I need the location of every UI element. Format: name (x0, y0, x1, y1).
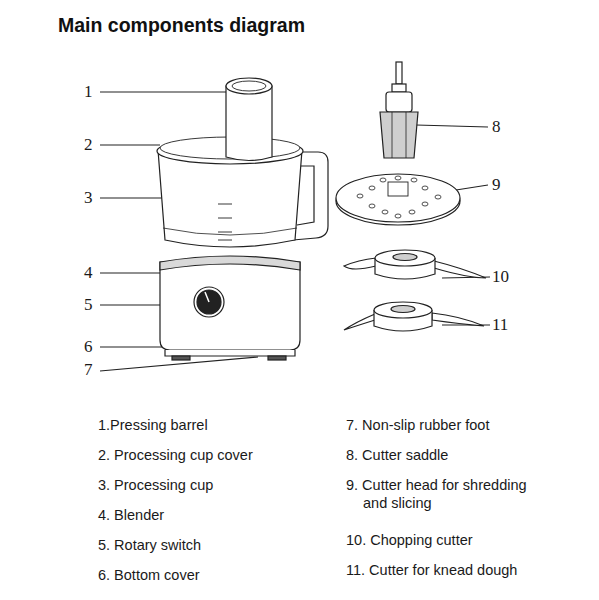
part-list-item: 11. Cutter for knead dough (346, 561, 517, 579)
disc-hole (395, 214, 401, 218)
disc-hole (422, 202, 428, 206)
callout-number: 5 (84, 296, 93, 314)
knob-pointer (205, 292, 209, 302)
rotary-knob (197, 290, 221, 314)
disc-hole (357, 194, 363, 198)
dough-cutter (344, 302, 484, 331)
callout-number: 8 (492, 118, 501, 136)
disc-hole (382, 210, 388, 214)
disc-hole (395, 176, 401, 180)
hub-top (374, 302, 432, 318)
gear-line (392, 112, 393, 158)
leader-line (416, 125, 488, 127)
disc-top (336, 174, 460, 222)
disc-hole (369, 186, 375, 190)
saddle-collar (392, 84, 406, 92)
disc-hub (388, 182, 408, 196)
callout-number: 9 (492, 176, 501, 194)
callout-number: 7 (84, 361, 93, 379)
diagram-title: Main components diagram (58, 14, 305, 37)
measure-mark (218, 240, 232, 241)
blender-base (160, 262, 300, 350)
measure-mark (218, 204, 232, 205)
part-list-item: 7. Non-slip rubber foot (346, 416, 489, 434)
leader-line (456, 185, 488, 190)
blade (432, 313, 484, 326)
barrel-opening (232, 81, 266, 91)
saddle-gear (380, 112, 418, 158)
base-top (160, 256, 300, 270)
hub-hole (393, 254, 417, 261)
callout-number: 3 (84, 189, 93, 207)
bottom-cover (165, 350, 295, 356)
callout-number: 4 (84, 264, 93, 282)
disc-holes (357, 176, 441, 218)
gear-line (406, 112, 407, 158)
hub-hole (391, 306, 415, 313)
leader-line (100, 357, 258, 371)
cutter-disc (336, 174, 460, 225)
part-list-item: 2. Processing cup cover (98, 446, 253, 464)
cup-inner-line (163, 228, 297, 235)
disc-hole (380, 178, 386, 182)
callout-number: 11 (492, 316, 508, 334)
callout-number: 2 (84, 136, 93, 154)
leader-line (100, 144, 160, 145)
leader-line (100, 197, 162, 198)
part-list-item: 3. Processing cup (98, 476, 213, 494)
part-list-item: 1.Pressing barrel (98, 416, 208, 434)
disc-hole (369, 204, 375, 208)
blade (344, 258, 376, 269)
part-list-item: 6. Bottom cover (98, 566, 200, 584)
callout-number: 10 (492, 268, 509, 286)
measure-mark (218, 218, 232, 219)
part-list-item: 4. Blender (98, 506, 164, 524)
part-list-item: 5. Rotary switch (98, 536, 201, 554)
part-list-item: 9. Cutter head for shredding and slicing (346, 476, 528, 512)
leader-line (100, 346, 162, 347)
disc-hole (435, 195, 441, 199)
saddle-body (386, 92, 412, 112)
pressing-barrel (226, 86, 272, 161)
leader-line (100, 91, 228, 92)
rubber-foot (268, 356, 286, 360)
machine (157, 78, 328, 360)
hub-top (375, 250, 435, 266)
part-list-item: 10. Chopping cutter (346, 531, 473, 549)
disc-hole (422, 186, 428, 190)
disc-hole (411, 178, 417, 182)
cutter-saddle (380, 62, 418, 158)
blade (434, 261, 486, 278)
measure-mark (218, 232, 232, 233)
disc-hole (409, 210, 415, 214)
callout-number: 6 (84, 338, 93, 356)
barrel-top (226, 78, 272, 94)
leader-line (100, 272, 160, 273)
part-list-item: 8. Cutter saddle (346, 446, 448, 464)
rotary-switch (194, 287, 224, 317)
callout-number: 1 (84, 83, 93, 101)
saddle-pin (396, 62, 402, 84)
rubber-foot (172, 356, 190, 360)
blade (344, 314, 375, 330)
leader-lines (100, 92, 490, 371)
measure-marks (218, 204, 232, 240)
chopping-cutter (344, 250, 486, 279)
